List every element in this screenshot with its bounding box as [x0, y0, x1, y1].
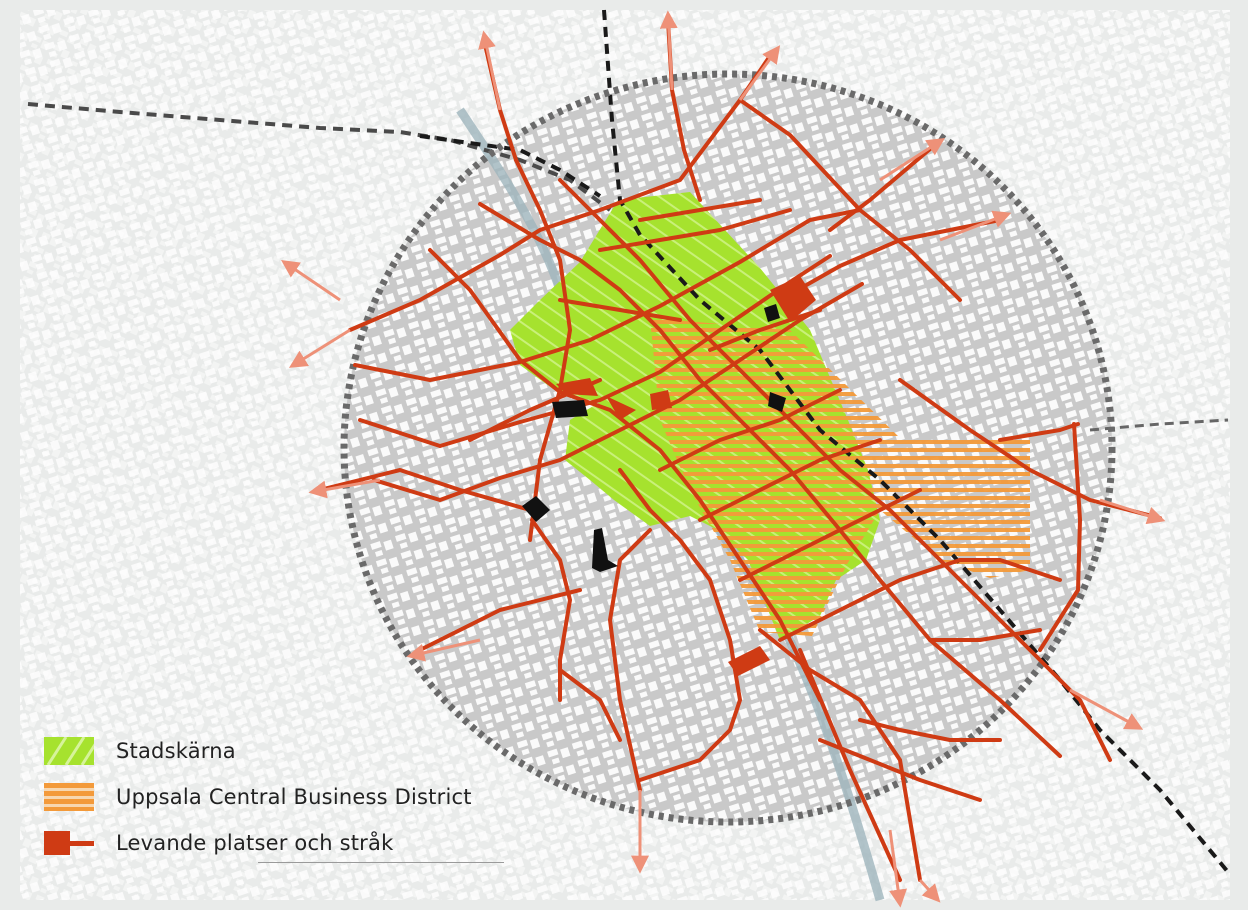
legend-item-stadskarna: Stadskärna — [44, 728, 564, 774]
legend-label-cbd: Uppsala Central Business District — [116, 785, 472, 809]
city-boundary-ellipse — [340, 70, 1116, 826]
cbd-area — [650, 318, 1030, 636]
levande-places — [556, 276, 816, 676]
map-legend: Stadskärna Uppsala Central Business Dist… — [44, 728, 564, 866]
outward-arrows — [281, 10, 1166, 908]
legend-label-stadskarna: Stadskärna — [116, 739, 236, 763]
green-hatch-icon — [44, 737, 94, 765]
red-block-line-icon — [44, 831, 94, 855]
legend-divider — [258, 862, 504, 863]
orange-stripes-icon — [44, 783, 94, 811]
landmarks — [522, 304, 786, 572]
legend-item-levande: Levande platser och stråk — [44, 820, 564, 866]
levande-street-network — [318, 18, 1162, 882]
legend-label-levande: Levande platser och stråk — [116, 831, 394, 855]
legend-item-cbd: Uppsala Central Business District — [44, 774, 564, 820]
